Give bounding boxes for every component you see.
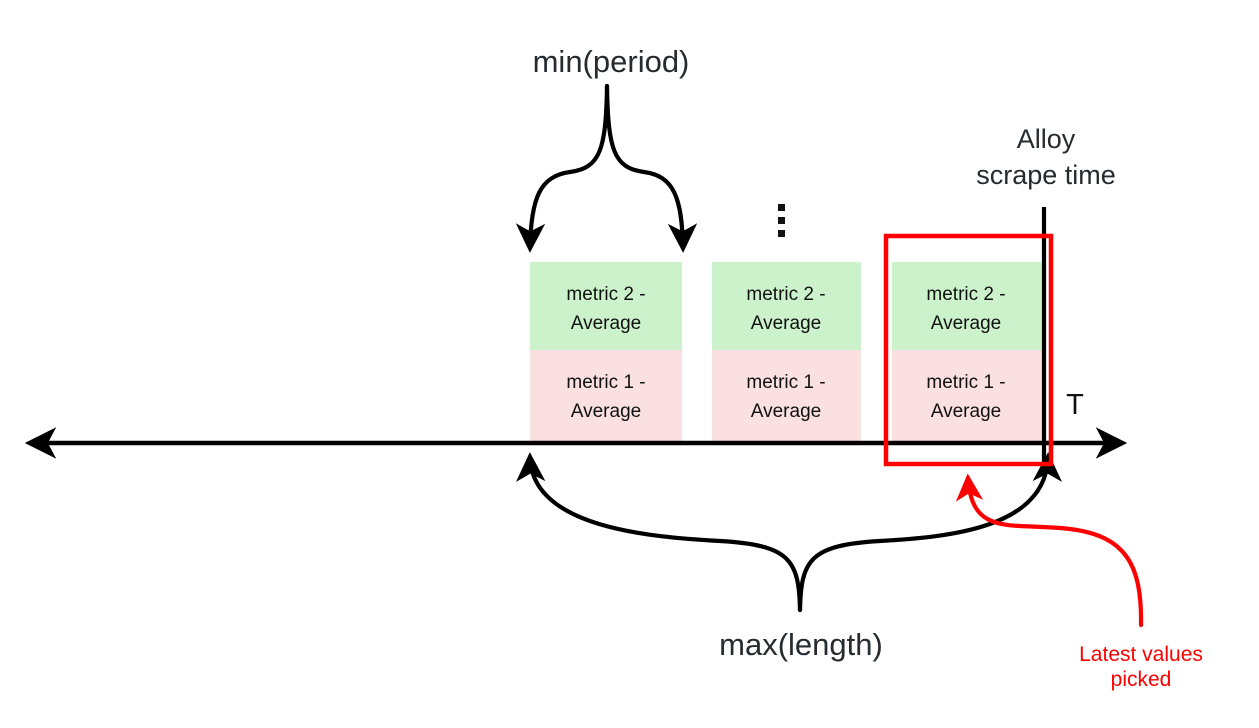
latest-values-label-line1: Latest values <box>1079 643 1203 666</box>
block-2-metric1-label-line2: Average <box>751 401 821 422</box>
max-length-brace-left <box>516 452 803 613</box>
block-1-metric1-fill <box>530 350 682 443</box>
block-2-metric2-label-line1: metric 2 - <box>746 284 825 305</box>
metric-block-1: metric 2 - Average metric 1 - Average <box>530 262 682 443</box>
metric-block-3: metric 2 - Average metric 1 - Average <box>892 262 1044 443</box>
min-period-brace-right <box>604 83 698 253</box>
block-3-metric1-fill <box>892 350 1044 443</box>
latest-values-callout-curve <box>955 473 1144 628</box>
alloy-scrape-time-label-line2: scrape time <box>976 160 1116 190</box>
alloy-scrape-time-label-line1: Alloy <box>1017 124 1076 154</box>
metric-block-2: metric 2 - Average metric 1 - Average <box>712 262 861 443</box>
max-length-brace-right <box>797 452 1062 613</box>
block-2-metric2-label-line2: Average <box>751 313 821 334</box>
latest-values-label-line2: picked <box>1111 668 1172 691</box>
block-2-metric2-fill <box>712 262 861 350</box>
block-2-metric1-fill <box>712 350 861 443</box>
block-1-metric1-label-line2: Average <box>571 401 641 422</box>
block-3-metric1-label-line2: Average <box>931 401 1001 422</box>
axis-label-T: T <box>1066 389 1084 421</box>
block-1-metric2-label-line2: Average <box>571 313 641 334</box>
block-1-metric1-label-line1: metric 1 - <box>566 372 645 393</box>
latest-values-callout <box>955 473 1144 628</box>
block-3-metric2-label-line2: Average <box>931 313 1001 334</box>
vertical-ellipsis-icon <box>778 204 785 237</box>
block-3-metric2-label-line1: metric 2 - <box>926 284 1005 305</box>
block-1-metric2-fill <box>530 262 682 350</box>
max-length-brace <box>516 452 1062 613</box>
block-3-metric1-label-line1: metric 1 - <box>926 372 1005 393</box>
block-2-metric1-label-line1: metric 1 - <box>746 372 825 393</box>
max-length-label: max(length) <box>719 627 883 662</box>
min-period-brace-left <box>515 83 610 253</box>
latest-window-highlight-box <box>883 233 1054 467</box>
block-1-metric2-label-line1: metric 2 - <box>566 284 645 305</box>
min-period-brace <box>515 83 698 253</box>
min-period-label: min(period) <box>533 44 690 79</box>
block-3-metric2-fill <box>892 262 1044 350</box>
